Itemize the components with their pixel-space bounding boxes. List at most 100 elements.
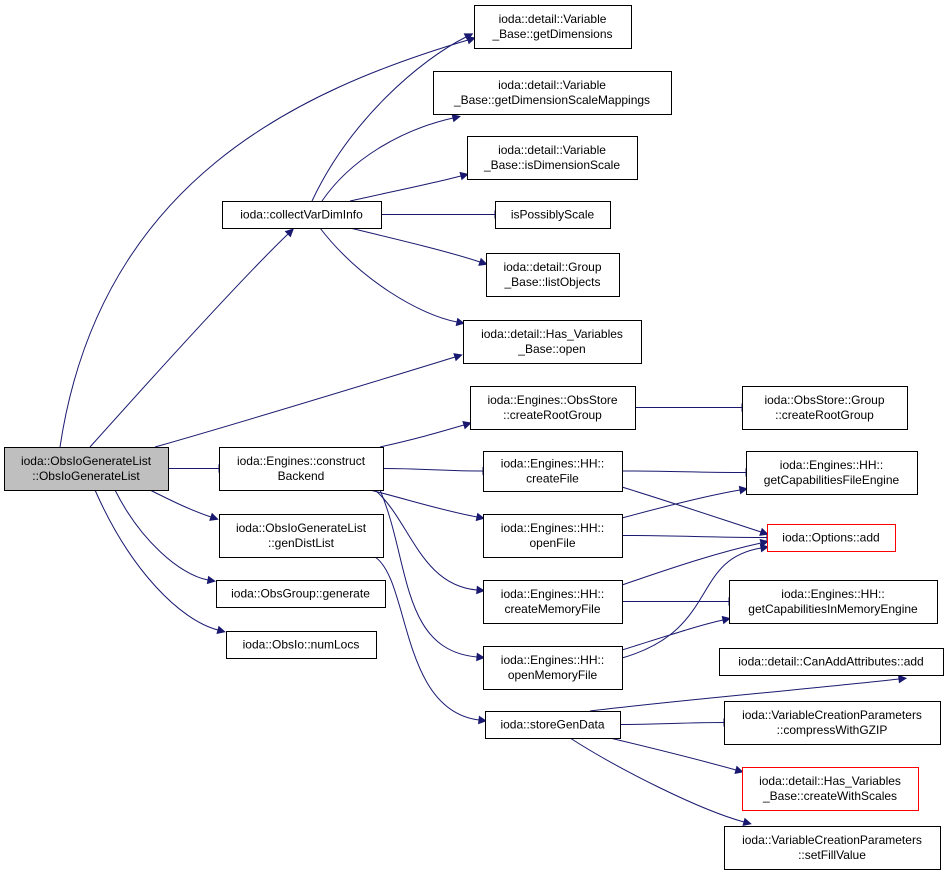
- arrowhead: [206, 575, 217, 585]
- node-label-line: ioda::detail::Has_Variables: [759, 774, 901, 788]
- node-box: [742, 767, 919, 811]
- arrowhead: [742, 817, 752, 827]
- arrowhead: [209, 512, 219, 521]
- edge-storeGenData-to-canAddAttributesAdd: [589, 678, 900, 712]
- node-label-line: ioda::Engines::HH::: [501, 587, 604, 601]
- edge-collectVarDimInfo-to-getDimensionScaleMappings: [321, 117, 454, 202]
- node-box: [483, 451, 623, 492]
- node-box: [219, 447, 384, 491]
- node-box: [4, 447, 169, 491]
- arrowhead: [462, 420, 472, 430]
- node-listObjects[interactable]: ioda::detail::Group_Base::listObjects: [486, 253, 620, 297]
- node-groupCreateRootGroup[interactable]: ioda::ObsStore::Group::createRootGroup: [742, 386, 908, 430]
- edge-hhCreateFile-to-optionsAdd: [621, 486, 762, 533]
- node-label-line: ioda::VariableCreationParameters: [742, 833, 922, 847]
- node-label-line: createMemoryFile: [504, 602, 600, 616]
- node-hasVarOpen[interactable]: ioda::detail::Has_Variables_Base::open: [463, 320, 642, 364]
- node-label-line: ::ObsIoGenerateList: [32, 469, 140, 483]
- edge-genDistList-to-storeGenData: [374, 556, 480, 721]
- node-capInMemoryEngine[interactable]: ioda::Engines::HH::getCapabilitiesInMemo…: [729, 580, 938, 624]
- edge-hhCreateMemoryFile-to-optionsAdd: [621, 542, 762, 586]
- node-label-line: getCapabilitiesInMemoryEngine: [748, 602, 918, 616]
- node-label-line: ioda::ObsIoGenerateList: [236, 521, 367, 535]
- node-compressWithGZIP[interactable]: ioda::VariableCreationParameters::compre…: [724, 701, 941, 745]
- node-box: [216, 580, 386, 608]
- node-box: [746, 451, 918, 495]
- edge-root-to-collectVarDimInfo: [89, 233, 289, 448]
- arrowhead: [721, 615, 731, 625]
- node-box: [433, 71, 672, 115]
- node-label-line: createFile: [526, 472, 579, 486]
- node-hhCreateMemoryFile[interactable]: ioda::Engines::HH::createMemoryFile: [483, 580, 623, 624]
- node-label-line: getCapabilitiesFileEngine: [764, 473, 900, 487]
- edge-hhOpenFile-to-optionsAdd: [621, 535, 768, 538]
- edge-collectVarDimInfo-to-hasVarOpen: [319, 227, 458, 323]
- node-hhOpenMemoryFile[interactable]: ioda::Engines::HH::openMemoryFile: [483, 646, 623, 690]
- edge-constructBackend-to-hhCreateMemoryFile: [374, 489, 478, 591]
- node-collectVarDimInfo[interactable]: ioda::collectVarDimInfo: [222, 201, 382, 229]
- arrowhead: [759, 527, 769, 536]
- edge-root-to-hasVarOpen: [154, 356, 456, 448]
- node-isDimensionScale[interactable]: ioda::detail::Variable_Base::isDimension…: [467, 136, 638, 180]
- edge-root-to-obsGroupGenerate: [114, 489, 209, 581]
- node-box: [463, 320, 642, 364]
- edge-storeGenData-to-createWithScales: [609, 737, 737, 771]
- node-label-line: ioda::VariableCreationParameters: [742, 708, 922, 722]
- nodes-layer: ioda::ObsIoGenerateList::ObsIoGenerateLi…: [4, 5, 944, 870]
- node-label-line: ioda::detail::Variable: [498, 78, 606, 92]
- node-label-line: ioda::detail::Group: [503, 260, 601, 274]
- edge-hhOpenFile-to-capFileEngine: [621, 489, 741, 519]
- edge-constructBackend-to-obsStoreCreateRootGroup: [379, 424, 465, 448]
- node-obsGroupGenerate[interactable]: ioda::ObsGroup::generate: [216, 580, 386, 608]
- node-label-line: Backend: [278, 469, 325, 483]
- node-box: [724, 701, 941, 745]
- node-capFileEngine[interactable]: ioda::Engines::HH::getCapabilitiesFileEn…: [746, 451, 918, 495]
- node-optionsAdd[interactable]: ioda::Options::add: [767, 524, 896, 552]
- node-label-line: ::setFillValue: [798, 848, 866, 862]
- node-box: [719, 648, 944, 676]
- arrowhead: [475, 512, 486, 522]
- node-obsStoreCreateRootGroup[interactable]: ioda::Engines::ObsStore::createRootGroup: [470, 386, 636, 430]
- arrowhead: [478, 257, 488, 266]
- node-numLocs[interactable]: ioda::ObsIo::numLocs: [226, 631, 377, 659]
- node-label-line: openFile: [529, 536, 575, 550]
- node-box: [485, 711, 621, 739]
- edge-root-to-genDistList: [149, 489, 212, 518]
- node-label-line: isPossiblyScale: [511, 208, 595, 222]
- arrowhead: [898, 674, 908, 684]
- node-label-line: _Base::createWithScales: [762, 789, 897, 803]
- arrowhead: [476, 652, 486, 662]
- node-root[interactable]: ioda::ObsIoGenerateList::ObsIoGenerateLi…: [4, 447, 169, 491]
- arrowhead: [284, 228, 294, 238]
- node-hhCreateFile[interactable]: ioda::Engines::HH::createFile: [483, 451, 623, 492]
- node-label-line: ioda::collectVarDimInfo: [240, 208, 363, 222]
- node-label-line: ioda::Engines::HH::: [501, 653, 604, 667]
- node-getDimensionScaleMappings[interactable]: ioda::detail::Variable_Base::getDimensio…: [433, 71, 672, 115]
- node-label-line: ioda::storeGenData: [500, 718, 604, 732]
- node-label-line: ioda::Engines::ObsStore: [487, 393, 617, 407]
- node-label-line: ioda::ObsIoGenerateList: [21, 454, 152, 468]
- node-isPossiblyScale[interactable]: isPossiblyScale: [495, 201, 611, 229]
- node-canAddAttributesAdd[interactable]: ioda::detail::CanAddAttributes::add: [719, 648, 944, 676]
- node-box: [219, 514, 384, 558]
- node-box: [474, 5, 632, 49]
- node-storeGenData[interactable]: ioda::storeGenData: [485, 711, 621, 739]
- node-genDistList[interactable]: ioda::ObsIoGenerateList::genDistList: [219, 514, 384, 558]
- node-label-line: ioda::ObsIo::numLocs: [243, 638, 360, 652]
- node-setFillValue[interactable]: ioda::VariableCreationParameters::setFil…: [724, 826, 941, 870]
- node-box: [483, 646, 623, 690]
- node-createWithScales[interactable]: ioda::detail::Has_Variables_Base::create…: [742, 767, 919, 811]
- edge-collectVarDimInfo-to-isDimensionScale: [349, 175, 462, 202]
- node-box: [742, 386, 908, 430]
- node-label-line: ioda::detail::CanAddAttributes::add: [738, 655, 923, 669]
- node-hhOpenFile[interactable]: ioda::Engines::HH::openFile: [483, 514, 623, 558]
- node-box: [767, 524, 896, 552]
- node-label-line: ioda::Engines::HH::: [781, 587, 884, 601]
- node-getDimensions[interactable]: ioda::detail::Variable_Base::getDimensio…: [474, 5, 632, 49]
- edge-storeGenData-to-compressWithGZIP: [619, 722, 725, 725]
- node-label-line: ioda::ObsStore::Group: [764, 393, 884, 407]
- arrowhead: [216, 625, 226, 635]
